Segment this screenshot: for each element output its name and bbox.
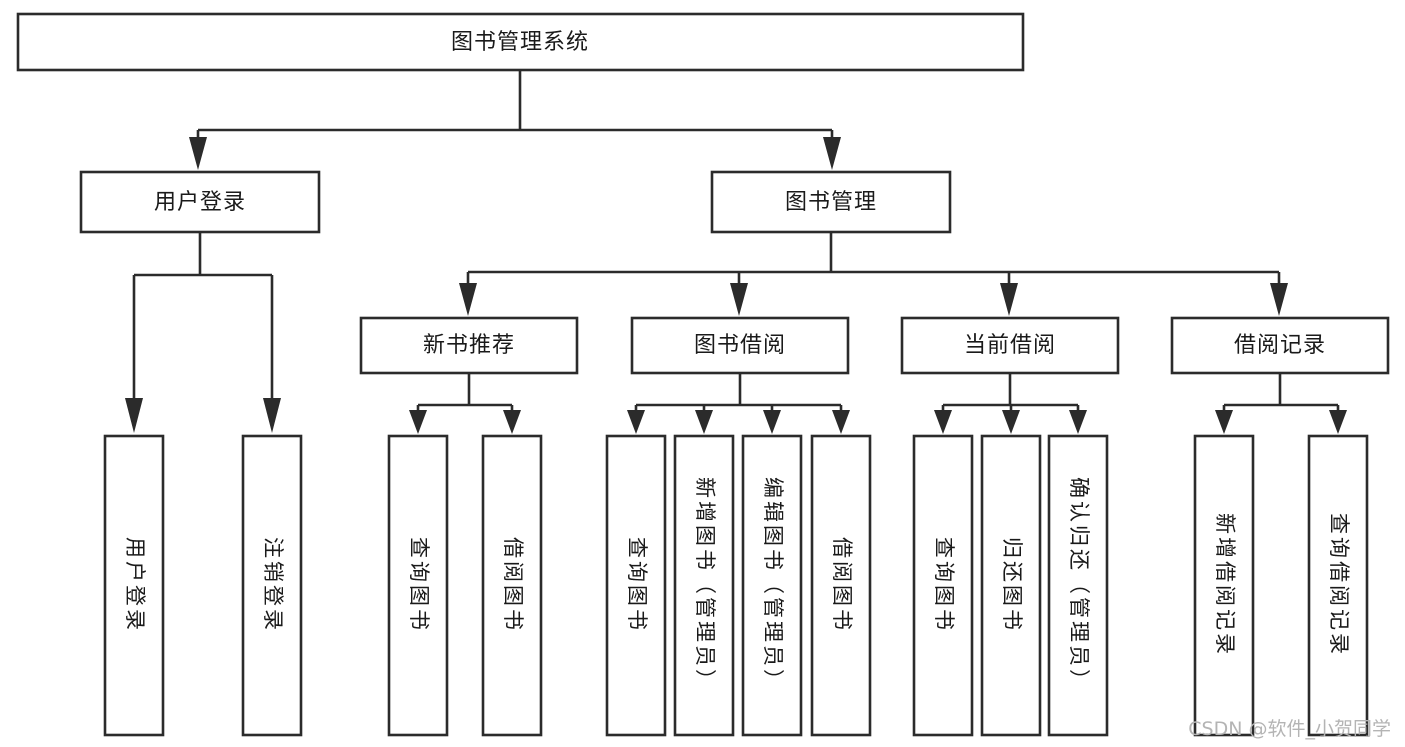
leaf-label: 查询图书	[407, 537, 431, 633]
leaf-box	[1307, 434, 1369, 737]
leaf-label: 借阅图书	[830, 537, 854, 633]
arrow-head-icon	[832, 410, 850, 434]
leaf-box	[103, 434, 165, 737]
leaf-box	[1193, 434, 1255, 737]
book-manage-box	[710, 170, 952, 234]
leaf-label: 用户登录	[123, 537, 147, 633]
leaf-label: 查询借阅记录	[1327, 513, 1351, 657]
leaf-node-query-borrow-record[interactable]: 查询借阅记录	[1307, 434, 1369, 737]
arrow-head-icon	[627, 410, 645, 434]
node-user-login[interactable]: 用户登录	[79, 170, 321, 234]
leaf-node-add-borrow-record[interactable]: 新增借阅记录	[1193, 434, 1255, 737]
leaf-box	[1047, 434, 1109, 737]
leaf-node-user-login[interactable]: 用户登录	[103, 434, 165, 737]
book-borrow-box	[630, 316, 850, 375]
arrow-head-icon	[1000, 283, 1018, 316]
arrow-head-icon	[409, 410, 427, 434]
root-box	[16, 12, 1025, 72]
node-current-borrow[interactable]: 当前借阅	[900, 316, 1120, 375]
leaf-label: 查询图书	[932, 537, 956, 633]
leaf-label: 编辑图书（管理员）	[761, 477, 785, 693]
leaf-label: 确认归还（管理员）	[1067, 477, 1091, 693]
leaf-label: 新增借阅记录	[1213, 513, 1237, 657]
leaf-box	[605, 434, 667, 737]
leaf-label: 归还图书	[1000, 537, 1024, 633]
arrow-head-icon	[823, 137, 841, 170]
arrow-head-icon	[695, 410, 713, 434]
leaf-node-edit-book[interactable]: 编辑图书（管理员）	[741, 434, 803, 737]
node-new-book-recommend[interactable]: 新书推荐	[359, 316, 579, 375]
new-book-recommend-box	[359, 316, 579, 375]
node-borrow-record[interactable]: 借阅记录	[1170, 316, 1390, 375]
leaf-label: 借阅图书	[501, 537, 525, 633]
leaf-node-return-book[interactable]: 归还图书	[980, 434, 1042, 737]
leaf-box	[673, 434, 735, 737]
arrow-head-icon	[459, 283, 477, 316]
leaf-node-borrow-book-1[interactable]: 借阅图书	[481, 434, 543, 737]
leaf-node-query-book-3[interactable]: 查询图书	[912, 434, 974, 737]
current-borrow-label: 当前借阅	[964, 333, 1056, 358]
node-root[interactable]: 图书管理系统	[16, 12, 1025, 72]
leaf-box	[912, 434, 974, 737]
leaf-node-add-book[interactable]: 新增图书（管理员）	[673, 434, 735, 737]
user-login-label: 用户登录	[154, 190, 246, 215]
arrow-head-icon	[125, 398, 143, 433]
leaf-label: 新增图书（管理员）	[693, 477, 717, 693]
arrow-head-icon	[1002, 410, 1020, 434]
arrow-head-icon	[1270, 283, 1288, 316]
leaf-box	[387, 434, 449, 737]
leaf-box	[980, 434, 1042, 737]
borrow-record-box	[1170, 316, 1390, 375]
leaf-box	[810, 434, 872, 737]
arrow-head-icon	[934, 410, 952, 434]
arrow-head-icon	[263, 398, 281, 433]
leaf-box	[241, 434, 303, 737]
book-borrow-label: 图书借阅	[694, 333, 786, 358]
leaf-node-query-book-1[interactable]: 查询图书	[387, 434, 449, 737]
arrow-head-icon	[1215, 410, 1233, 434]
arrow-head-icon	[189, 137, 207, 170]
leaf-box	[741, 434, 803, 737]
leaf-node-confirm-return[interactable]: 确认归还（管理员）	[1047, 434, 1109, 737]
root-label: 图书管理系统	[451, 30, 589, 55]
new-book-recommend-label: 新书推荐	[423, 333, 515, 358]
borrow-record-label: 借阅记录	[1234, 333, 1326, 358]
leaf-node-borrow-book-2[interactable]: 借阅图书	[810, 434, 872, 737]
arrow-head-icon	[730, 283, 748, 316]
arrow-head-icon	[763, 410, 781, 434]
node-book-manage[interactable]: 图书管理	[710, 170, 952, 234]
leaf-label: 注销登录	[261, 537, 285, 633]
arrow-head-icon	[1329, 410, 1347, 434]
book-manage-label: 图书管理	[785, 190, 877, 215]
arrow-head-icon	[503, 410, 521, 434]
arrow-head-icon	[1069, 410, 1087, 434]
current-borrow-box	[900, 316, 1120, 375]
node-book-borrow[interactable]: 图书借阅	[630, 316, 850, 375]
leaf-label: 查询图书	[625, 537, 649, 633]
leaf-node-query-book-2[interactable]: 查询图书	[605, 434, 667, 737]
leaf-node-logout-login[interactable]: 注销登录	[241, 434, 303, 737]
leaf-box	[481, 434, 543, 737]
